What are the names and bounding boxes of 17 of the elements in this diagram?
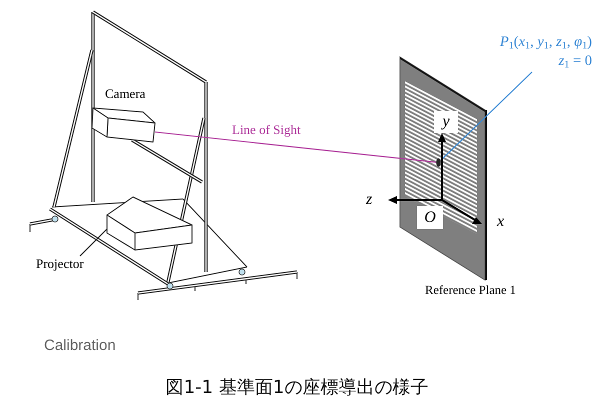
sight-line: [154, 131, 436, 163]
axis-label: x: [497, 212, 504, 232]
plane-label: Reference Plane 1: [425, 283, 516, 298]
edge-label: Line of Sight: [232, 122, 301, 138]
calibration-note: Calibration: [44, 337, 116, 355]
axis-label: z: [366, 190, 372, 210]
leader-line: [80, 228, 108, 256]
projector-block: [106, 196, 194, 252]
point-coordinates: P$_{1}$(x$_{1}$, y$_{1}$, z$_{1}$, φ$_{1}$): [500, 34, 592, 52]
leader-line: [440, 72, 532, 160]
projector-label: Projector: [36, 256, 84, 272]
target-point: [436, 158, 441, 167]
camera-label: Camera: [105, 86, 146, 102]
coordinate-condition: z$_{1}$ = 0: [558, 53, 592, 70]
axis-label: y: [434, 111, 458, 133]
figure-caption: 図1-1 基準面1の座標導出の様子: [166, 377, 428, 399]
origin-label: O: [417, 206, 443, 229]
